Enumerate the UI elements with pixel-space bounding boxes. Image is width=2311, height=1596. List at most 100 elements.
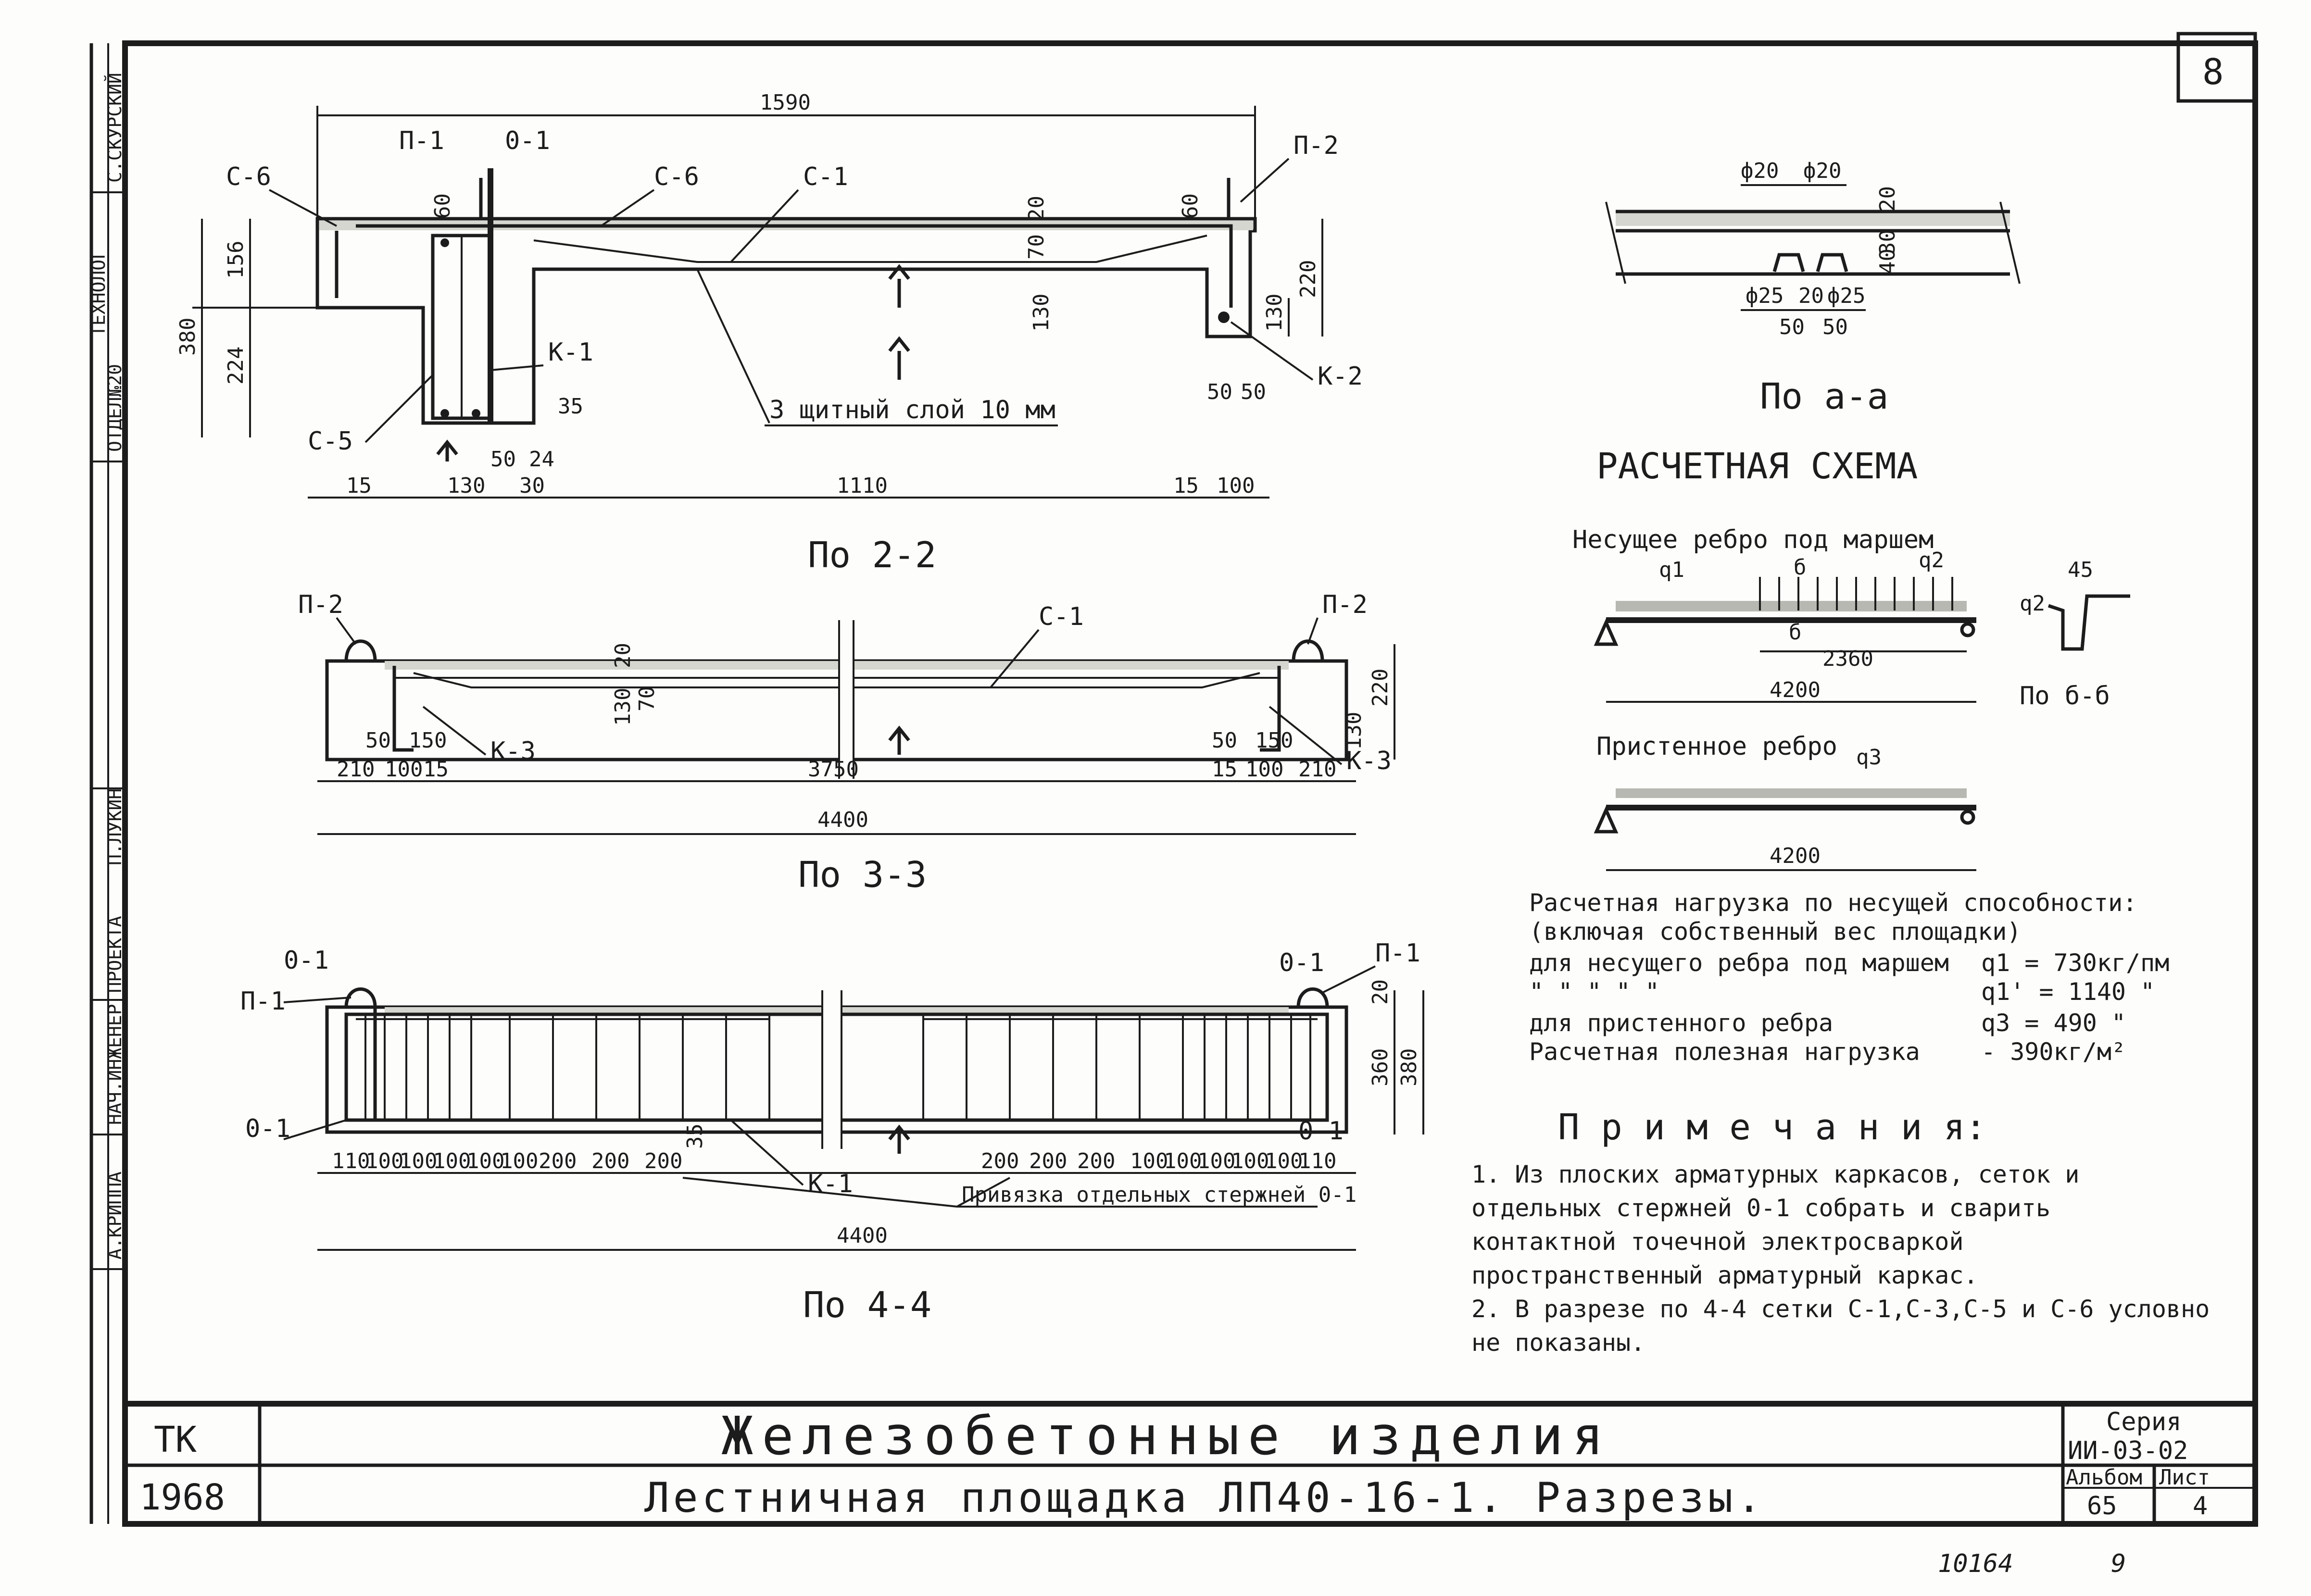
leader: [364, 374, 434, 443]
beam2-supports: [1594, 806, 1975, 834]
dim-24: 24: [529, 447, 554, 472]
caption-3-3: По 3-3: [798, 854, 927, 896]
section-3-3-outline: [325, 659, 1348, 761]
dim-44-r6: 100: [1231, 1149, 1269, 1173]
leader: [730, 1119, 804, 1186]
notes: П р и м е ч а н и я: 1. Из плоских армат…: [1471, 1107, 2210, 1357]
sheet-number-box: [2176, 32, 2257, 103]
label-p1-right: П-1: [1375, 939, 1420, 968]
break-lines: [1605, 201, 2021, 284]
aa-bot-1: ф25: [1746, 284, 1783, 308]
dim-33-100r: 100: [1245, 757, 1283, 782]
aa-bot-3: ф25: [1827, 284, 1865, 308]
mesh-c1-33: [413, 672, 1260, 688]
dim-33-4400: 4400: [817, 808, 868, 832]
dim-50a: 50: [1207, 380, 1232, 404]
dim-44-380: 380: [1397, 1048, 1421, 1086]
dim-44-r2: 200: [1077, 1149, 1115, 1173]
dim-44-360: 360: [1368, 1048, 1393, 1086]
note-line-4: пространственный арматурный каркас.: [1471, 1261, 1978, 1289]
dim-33-130: 130: [611, 688, 635, 726]
sidebar-name-1: С.СКУРСКИЙ: [104, 73, 126, 183]
dim-44-r3: 100: [1130, 1149, 1168, 1173]
lifting-loops-33: [344, 639, 1324, 661]
sidebar-name-3: ТЕХНОЛОГ: [88, 249, 109, 337]
label-c6-left: С-6: [226, 162, 271, 191]
aa-top-1: ф20: [1741, 159, 1779, 183]
dim-33-15: 15: [423, 757, 449, 782]
aa-50b: 50: [1822, 315, 1848, 339]
label-p2: П-2: [1294, 131, 1339, 160]
load-q2-arrows: [1759, 577, 1953, 611]
tb-series: ИИ-03-02: [2068, 1436, 2188, 1465]
load-arrow: [888, 336, 910, 380]
layer-note: 3 щитный слой 10 мм: [769, 396, 1055, 424]
break: [822, 990, 842, 1149]
loads-line6-val: - 390кг/м²: [1981, 1038, 2126, 1066]
load-arrow: [888, 1124, 910, 1154]
dim-50b: 50: [1241, 380, 1266, 404]
beam1-supports: [1594, 618, 1975, 646]
loads-line6: Расчетная полезная нагрузка: [1529, 1038, 1920, 1066]
aa-40: 40: [1875, 249, 1900, 274]
leader: [600, 189, 655, 227]
load-arrow: [888, 725, 910, 755]
note-line-2: отдельных стержней 0-1 собрать и сварить: [1471, 1194, 2050, 1222]
sheet-number: 8: [2202, 51, 2224, 93]
dim-b-15: 15: [346, 474, 372, 498]
footer-right: 9: [2111, 1549, 2126, 1578]
frames-k3: [392, 666, 1281, 752]
beam1-mark-top: б: [1794, 555, 1807, 580]
beam1-mark-bot: б: [1789, 620, 1802, 645]
topping-layer: [1616, 212, 2010, 226]
loops-44: [344, 987, 1329, 1120]
sidebar-name-6: А.КРИППА: [104, 1172, 126, 1259]
section-4-4: 0-1 0-1 П-1 П-1 0-1 0-1 К-1 20 360 380 3…: [240, 939, 1424, 1326]
beam1-q1: q1: [1659, 558, 1684, 582]
dim-b-100: 100: [1217, 474, 1255, 498]
note-line-3: контактной точечной электросваркой: [1471, 1228, 1964, 1256]
dim-mid-130: 130: [1029, 294, 1054, 332]
footer-left: 10164: [1938, 1549, 2013, 1578]
rebar-dot: [472, 409, 480, 418]
sidebar-name-4: П.ЛУКИН: [104, 788, 126, 865]
load-q3-band: [1616, 788, 1967, 798]
dim-60-right: 60: [1178, 193, 1203, 219]
beam1-title: Несущее ребро под маршем: [1572, 525, 1934, 554]
label-p1-left: П-1: [240, 987, 286, 1016]
calc-scheme: РАСЧЕТНАЯ СХЕМА Несущее ребро под маршем…: [1572, 446, 2130, 871]
detail-q: q2: [2020, 591, 2045, 616]
dim-44-l7: 200: [591, 1149, 629, 1173]
tb-sheet: 4: [2193, 1492, 2208, 1521]
sheet-frame: [122, 40, 2258, 1527]
label-c1: С-1: [803, 162, 848, 191]
dim-33-100: 100: [385, 757, 423, 782]
leader: [990, 629, 1040, 688]
loads-text: Расчетная нагрузка по несущей способност…: [1529, 889, 2169, 1066]
mesh-c6: [335, 224, 1233, 308]
note-line-1: 1. Из плоских арматурных каркасов, сеток…: [1471, 1160, 2079, 1188]
dim-35: 35: [558, 394, 583, 419]
dim-33-50: 50: [365, 728, 391, 753]
label-k1: К-1: [548, 338, 593, 367]
leader: [1230, 321, 1314, 381]
dim-50c: 50: [490, 447, 516, 472]
leader: [1240, 158, 1290, 203]
section-2-2-outline: [315, 217, 1257, 425]
loads-line5-val: q3 = 490 ": [1981, 1009, 2126, 1037]
leader: [956, 1177, 1010, 1208]
rebar-frame-44: [344, 1012, 1329, 1122]
slab-lines: [1616, 210, 2010, 276]
dim-33-210: 210: [337, 757, 375, 782]
dim-44-l8: 200: [644, 1149, 682, 1173]
support-arrow: [436, 439, 458, 461]
dim-33-50r: 50: [1212, 728, 1237, 753]
tb-subtitle: Лестничная площадка ЛП40-16-1. Разрезы.: [644, 1474, 1765, 1522]
label-p1: П-1: [399, 126, 444, 155]
break: [839, 620, 854, 779]
load-q1-band: [1616, 601, 1967, 611]
dim-44-r1: 200: [1029, 1149, 1067, 1173]
dim-left-380: 380: [176, 318, 200, 356]
rebar-dot: [1218, 312, 1230, 323]
detail-angle: 45: [2068, 558, 2093, 582]
